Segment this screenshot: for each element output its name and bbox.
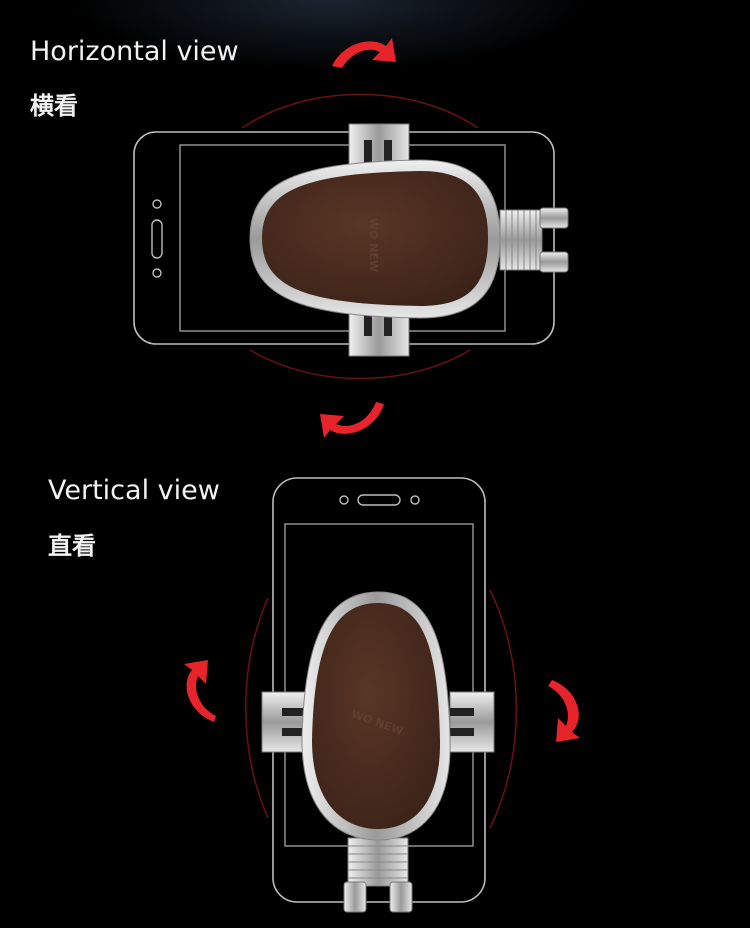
rotate-arrow-bottom-icon [320,402,384,438]
rotation-guide-arc-right [489,589,518,829]
phone-speaker-portrait [357,494,401,506]
mount-thread-vertical [343,837,413,913]
phone-landscape [133,131,555,345]
clamp-arm-bottom [348,313,410,357]
horizontal-view-title-cn: 横看 [30,92,78,120]
brand-mark: WO NEW [367,218,380,272]
clamp-arm-left [261,691,307,753]
mount-thread [499,207,569,273]
phone-portrait [272,477,486,903]
vertical-view-title: Vertical view [48,475,220,506]
holder-plate-horizontal: WO NEW [249,159,501,319]
rotation-guide-arc-left [245,597,269,819]
holder-plate-vertical: WO NEW [301,591,451,841]
phone-sensor [152,268,162,278]
phone-sensor-portrait [410,495,420,505]
horizontal-view-title: Horizontal view [30,36,239,67]
vertical-scene: WO NEW [184,477,580,913]
vertical-view-title-cn: 直看 [48,532,96,560]
horizontal-scene: WO NEW [133,38,569,438]
clamp-arm-top [348,123,410,167]
rotation-guide-arc-bottom [249,349,471,380]
rotate-arrow-left-icon [184,660,216,722]
rotate-arrow-right-icon [548,680,580,742]
rotation-guide-arc-top [241,93,479,129]
phone-front-camera [152,199,162,209]
clamp-arm-right [449,691,495,753]
phone-speaker [151,219,163,259]
phone-front-camera-portrait [339,495,349,505]
rotate-arrow-top-icon [332,38,396,68]
